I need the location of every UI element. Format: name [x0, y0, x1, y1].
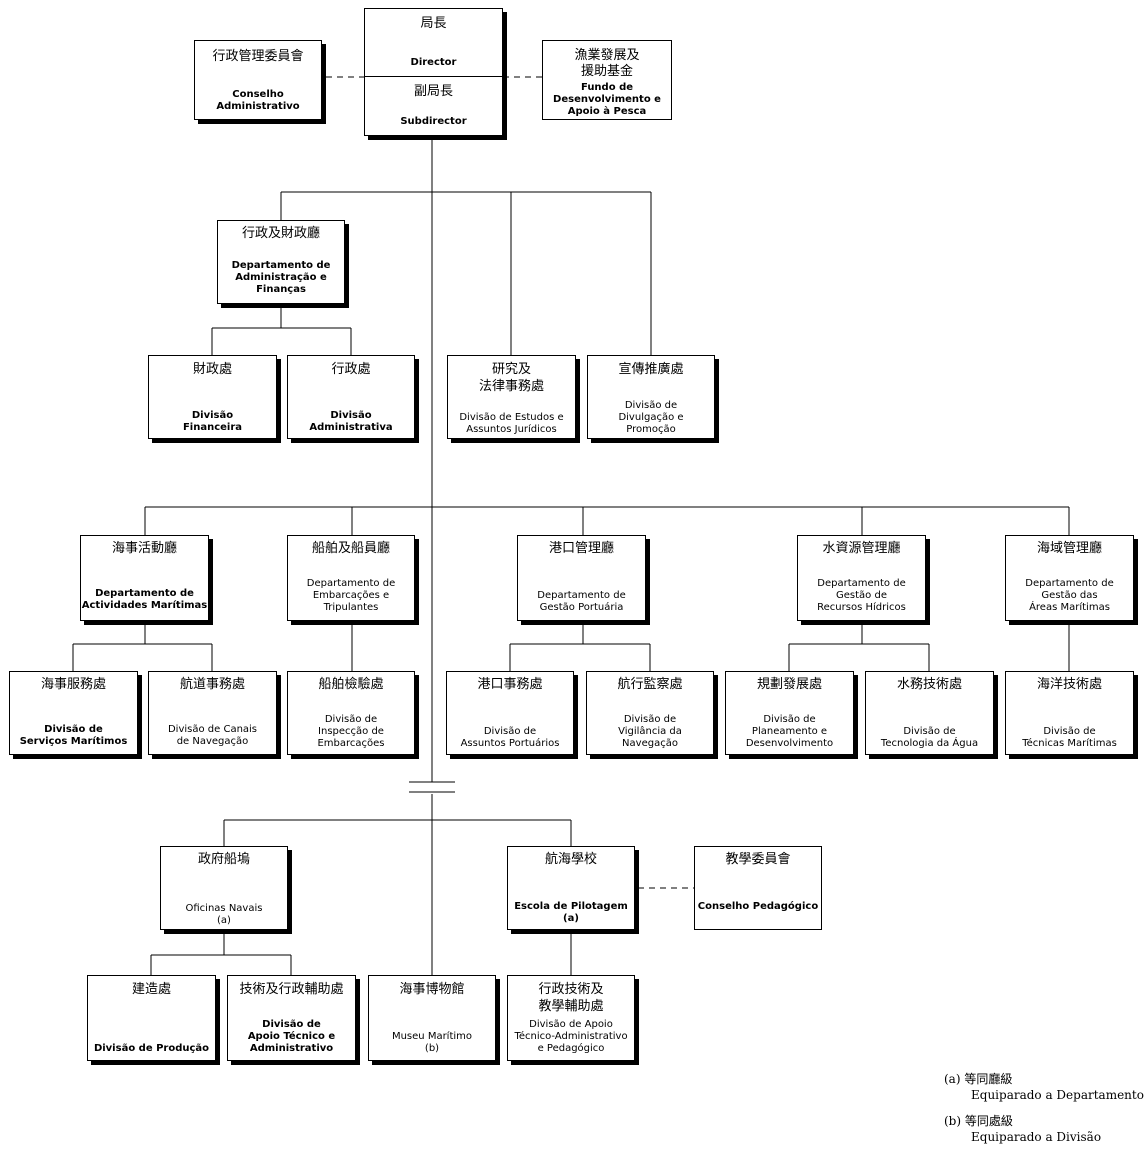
conselho-administrativo-zh: 行政管理委員會: [212, 49, 304, 64]
note-b-zh: (b) 等同處級: [944, 1114, 1013, 1128]
note-b: (b) 等同處級 Equiparado a Divisão: [944, 1113, 1101, 1145]
director-zh: 局長: [420, 16, 447, 31]
div-canais-box: 航道事務處 Divisão de Canais de Navegação: [148, 671, 277, 755]
div-tecnologia-pt: Divisão de Tecnologia da Água: [880, 726, 979, 749]
dep-portuaria-pt: Departamento de Gestão Portuária: [537, 590, 626, 613]
oficinas-box: 政府船塢 Oficinas Navais (a): [160, 846, 288, 930]
museu-zh: 海事博物館: [399, 982, 465, 997]
div-tecnologia-zh: 水務技術處: [896, 677, 962, 692]
div-producao-box: 建造處 Divisão de Produção: [87, 975, 216, 1061]
div-tecnicas-box: 海洋技術處 Divisão de Técnicas Marítimas: [1005, 671, 1134, 755]
div-tecnicas-zh: 海洋技術處: [1036, 677, 1102, 692]
div-planeamento-zh: 規劃發展處: [756, 677, 822, 692]
div-planeamento-pt: Divisão de Planeamento e Desenvolvimento: [745, 714, 834, 749]
dep-admin-financas-box: 行政及財政廳 Departamento de Administração e F…: [217, 220, 345, 304]
div-tecnologia-box: 水務技術處 Divisão de Tecnologia da Água: [865, 671, 994, 755]
div-financeira-zh: 財政處: [192, 362, 232, 377]
div-tecnicas-pt: Divisão de Técnicas Marítimas: [1022, 726, 1117, 749]
director-divider: [365, 76, 502, 77]
museu-box: 海事博物館 Museu Marítimo (b): [368, 975, 496, 1061]
escola-pt: Escola de Pilotagem (a): [514, 901, 628, 924]
div-producao-zh: 建造處: [131, 982, 171, 997]
dep-embarcacoes-box: 船舶及船員廳 Departamento de Embarcações e Tri…: [287, 535, 415, 621]
div-planeamento-box: 規劃發展處 Divisão de Planeamento e Desenvolv…: [725, 671, 854, 755]
div-estudos-zh: 研究及 法律事務處: [478, 362, 544, 394]
note-b-pt: Equiparado a Divisão: [971, 1130, 1102, 1144]
subdirector-zh: 副局長: [413, 84, 453, 99]
escola-zh: 航海學校: [544, 852, 597, 867]
fundo-zh: 漁業發展及 援助基金: [574, 48, 640, 79]
div-vigilancia-pt: Divisão de Vigilância da Navegação: [618, 714, 682, 749]
div-assuntos-portuarios-pt: Divisão de Assuntos Portuários: [460, 726, 560, 749]
note-a-pt: Equiparado a Departamento: [971, 1088, 1144, 1102]
div-servicos-box: 海事服務處 Divisão de Serviços Marítimos: [9, 671, 138, 755]
div-apoio-pedagogico-box: 行政技術及 教學輔助處 Divisão de Apoio Técnico-Adm…: [507, 975, 635, 1061]
fundo-box: 漁業發展及 援助基金 Fundo de Desenvolvimento e Ap…: [542, 40, 672, 120]
dep-admin-financas-zh: 行政及財政廳: [241, 226, 320, 241]
note-a: (a) 等同廳級 Equiparado a Departamento: [944, 1071, 1144, 1103]
div-apoio-tecnico-pt: Divisão de Apoio Técnico e Administrativ…: [247, 1019, 336, 1054]
dep-hidricos-box: 水資源管理廳 Departamento de Gestão de Recurso…: [797, 535, 926, 621]
div-assuntos-portuarios-zh: 港口事務處: [477, 677, 543, 692]
div-assuntos-portuarios-box: 港口事務處 Divisão de Assuntos Portuários: [446, 671, 574, 755]
div-apoio-pedagogico-pt: Divisão de Apoio Técnico-Administrativo …: [514, 1019, 628, 1054]
div-financeira-box: 財政處 Divisão Financeira: [148, 355, 277, 439]
div-canais-zh: 航道事務處: [179, 677, 245, 692]
conselho-pedagogico-zh: 教學委員會: [725, 852, 791, 867]
museu-pt: Museu Marítimo (b): [391, 1031, 473, 1054]
director-box: 局長 Director 副局長 Subdirector: [364, 8, 503, 136]
dep-actividades-pt: Departamento de Actividades Marítimas: [81, 588, 208, 611]
dep-hidricos-zh: 水資源管理廳: [822, 541, 901, 556]
fundo-pt: Fundo de Desenvolvimento e Apoio à Pesca: [553, 82, 661, 117]
div-divulgacao-zh: 宣傳推廣處: [618, 362, 684, 377]
div-divulgacao-box: 宣傳推廣處 Divisão de Divulgação e Promoção: [587, 355, 715, 439]
div-administrativa-pt: Divisão Administrativa: [309, 410, 393, 433]
div-estudos-pt: Divisão de Estudos e Assuntos Jurídicos: [459, 412, 564, 435]
div-apoio-pedagogico-zh: 行政技術及 教學輔助處: [538, 982, 604, 1014]
div-servicos-zh: 海事服務處: [40, 677, 106, 692]
conselho-administrativo-box: 行政管理委員會 Conselho Administrativo: [194, 40, 322, 120]
conselho-pedagogico-pt: Conselho Pedagógico: [697, 901, 819, 912]
div-apoio-tecnico-zh: 技術及行政輔助處: [239, 982, 344, 997]
div-vigilancia-zh: 航行監察處: [617, 677, 683, 692]
dep-embarcacoes-pt: Departamento de Embarcações e Tripulante…: [306, 578, 396, 613]
div-servicos-pt: Divisão de Serviços Marítimos: [19, 724, 128, 747]
div-administrativa-zh: 行政處: [331, 362, 371, 377]
subdirector-pt: Subdirector: [400, 116, 467, 127]
dep-actividades-zh: 海事活動廳: [111, 541, 177, 556]
dep-hidricos-pt: Departamento de Gestão de Recursos Hídri…: [817, 578, 906, 613]
dep-areas-box: 海域管理廳 Departamento de Gestão das Áreas M…: [1005, 535, 1134, 621]
dep-areas-zh: 海域管理廳: [1036, 541, 1102, 556]
div-inspeccao-pt: Divisão de Inspecção de Embarcações: [317, 714, 385, 749]
div-canais-pt: Divisão de Canais de Navegação: [167, 724, 258, 747]
dep-embarcacoes-zh: 船舶及船員廳: [311, 541, 390, 556]
dep-areas-pt: Departamento de Gestão das Áreas Marítim…: [1025, 578, 1114, 613]
oficinas-zh: 政府船塢: [197, 852, 250, 867]
div-financeira-pt: Divisão Financeira: [182, 410, 243, 433]
div-estudos-box: 研究及 法律事務處 Divisão de Estudos e Assuntos …: [447, 355, 576, 439]
div-apoio-tecnico-box: 技術及行政輔助處 Divisão de Apoio Técnico e Admi…: [227, 975, 356, 1061]
conselho-administrativo-pt: Conselho Administrativo: [216, 89, 300, 112]
div-inspeccao-zh: 船舶檢驗處: [318, 677, 384, 692]
div-producao-pt: Divisão de Produção: [93, 1043, 210, 1054]
div-inspeccao-box: 船舶檢驗處 Divisão de Inspecção de Embarcaçõe…: [287, 671, 415, 755]
dep-actividades-box: 海事活動廳 Departamento de Actividades Maríti…: [80, 535, 209, 621]
div-divulgacao-pt: Divisão de Divulgação e Promoção: [618, 400, 684, 435]
note-a-zh: (a) 等同廳級: [944, 1072, 1013, 1086]
div-vigilancia-box: 航行監察處 Divisão de Vigilância da Navegação: [586, 671, 714, 755]
dep-portuaria-zh: 港口管理廳: [548, 541, 614, 556]
dep-admin-financas-pt: Departamento de Administração e Finanças: [231, 260, 331, 295]
conselho-pedagogico-box: 教學委員會 Conselho Pedagógico: [694, 846, 822, 930]
escola-box: 航海學校 Escola de Pilotagem (a): [507, 846, 635, 930]
oficinas-pt: Oficinas Navais (a): [185, 903, 263, 926]
dep-portuaria-box: 港口管理廳 Departamento de Gestão Portuária: [517, 535, 646, 621]
director-pt: Director: [410, 57, 457, 68]
div-administrativa-box: 行政處 Divisão Administrativa: [287, 355, 415, 439]
